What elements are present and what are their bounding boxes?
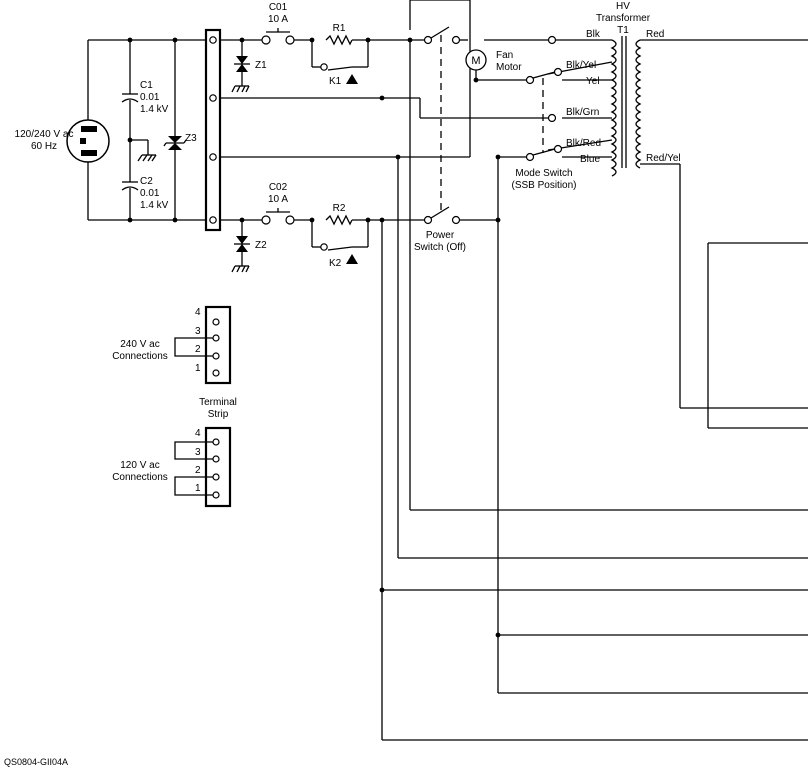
figure-id: QS0804-GII04A: [4, 757, 68, 767]
z3-label: Z3: [185, 133, 197, 144]
zener-z1-icon: [231, 56, 250, 93]
power-switch-label-line2: Switch (Off): [414, 242, 466, 253]
strip240-pin3: 3: [195, 326, 201, 337]
zener-z3-icon: [163, 136, 187, 150]
fan-motor-symbol: M: [471, 55, 480, 67]
tap-yel: Yel: [586, 76, 600, 87]
ac-plug-icon: [66, 119, 110, 163]
wiring: [87, 0, 808, 741]
c02-name: C02: [269, 182, 288, 193]
tap-red-yel: Red/Yel: [646, 153, 681, 164]
k2-label: K2: [329, 258, 342, 269]
transformer-icon: [610, 36, 642, 177]
mode-switch-icon: [525, 35, 563, 162]
terminal-block: [204, 28, 222, 232]
fan-label-line2: Motor: [496, 62, 522, 73]
breaker-c01-icon: [261, 28, 295, 45]
terminal-strip-title-line1: Terminal: [199, 397, 237, 408]
resistor-r2-icon: [325, 214, 353, 226]
c01-name: C01: [269, 2, 288, 13]
c1-name: C1: [140, 80, 153, 91]
breaker-c02-icon: [261, 208, 295, 225]
r2-label: R2: [333, 203, 346, 214]
mode-switch-label-line2: (SSB Position): [511, 180, 576, 191]
strip240-pin1: 1: [195, 363, 201, 374]
connections-240-line2: Connections: [112, 351, 168, 362]
connections-120-line1: 120 V ac: [120, 460, 159, 471]
c2-value: 0.01: [140, 188, 160, 199]
z2-label: Z2: [255, 240, 267, 251]
relay-k2-icon: [320, 243, 358, 264]
junction-dots: [127, 37, 501, 638]
z1-label: Z1: [255, 60, 267, 71]
connections-240-line1: 240 V ac: [120, 339, 159, 350]
ground-icon: [137, 154, 157, 162]
connections-120-line2: Connections: [112, 472, 168, 483]
resistor-r1-icon: [325, 34, 353, 46]
strip240-pin2: 2: [195, 344, 201, 355]
terminal-strip-120: [174, 426, 232, 508]
tap-blk: Blk: [586, 29, 601, 40]
power-switch-label-line1: Power: [426, 230, 455, 241]
transformer-label-line1: HV: [616, 1, 630, 12]
transformer-label-line2: Transformer: [596, 13, 651, 24]
c1-rating: 1.4 kV: [140, 104, 169, 115]
source-label-line1: 120/240 V ac: [15, 129, 74, 140]
fan-label-line1: Fan: [496, 50, 513, 61]
c02-rating: 10 A: [268, 194, 288, 205]
relay-k1-icon: [320, 63, 358, 84]
mode-switch-label-line1: Mode Switch: [515, 168, 572, 179]
tap-red: Red: [646, 29, 664, 40]
tap-blue: Blue: [580, 154, 600, 165]
fan-motor-icon: M: [465, 49, 487, 71]
zener-z2-icon: [231, 236, 250, 273]
strip240-pin4: 4: [195, 307, 201, 318]
strip120-pin1: 1: [195, 483, 201, 494]
capacitor-c1-icon: [121, 93, 139, 103]
strip120-pin4: 4: [195, 428, 201, 439]
power-switch-icon: [423, 26, 461, 225]
transformer-ref: T1: [617, 25, 629, 36]
tap-blk-red: Blk/Red: [566, 138, 601, 149]
strip120-pin3: 3: [195, 447, 201, 458]
source-label-line2: 60 Hz: [31, 141, 57, 152]
terminal-strip-240: [174, 305, 232, 385]
c2-rating: 1.4 kV: [140, 200, 169, 211]
terminal-strip-title-line2: Strip: [208, 409, 229, 420]
c1-value: 0.01: [140, 92, 160, 103]
c01-rating: 10 A: [268, 14, 288, 25]
r1-label: R1: [333, 23, 346, 34]
k1-label: K1: [329, 76, 342, 87]
strip120-pin2: 2: [195, 465, 201, 476]
tap-blk-grn: Blk/Grn: [566, 107, 599, 118]
c2-name: C2: [140, 176, 153, 187]
tap-blk-yel: Blk/Yel: [566, 60, 596, 71]
capacitor-c2-icon: [121, 181, 139, 191]
